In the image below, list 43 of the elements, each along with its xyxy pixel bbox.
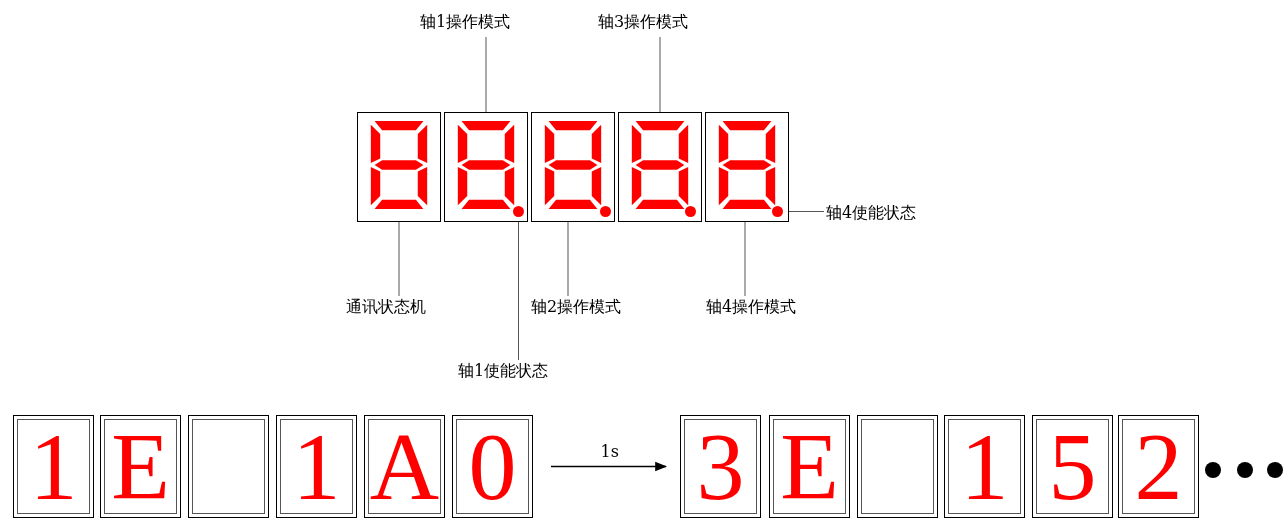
display-cell: [188, 415, 269, 518]
callout-label: 轴2操作模式: [531, 297, 651, 321]
display-character: 2: [1134, 418, 1183, 515]
display-cell: [857, 415, 938, 518]
display-character: 1: [292, 418, 341, 515]
callout-label: 轴4操作模式: [706, 297, 826, 321]
leader-line: [567, 221, 569, 297]
display-cell: [1032, 415, 1113, 518]
callout-label: 轴4使能状态: [826, 203, 948, 227]
leader-line: [744, 221, 746, 297]
display-character: E: [111, 418, 170, 515]
decimal-point: [513, 206, 524, 217]
display-cell: [452, 415, 533, 518]
arrow: [550, 461, 668, 472]
display-cell: [100, 415, 181, 518]
display-cell: [276, 415, 357, 518]
seven-segment-display: [444, 112, 528, 222]
display-cell: [769, 415, 850, 518]
seven-segment-display: [531, 112, 615, 222]
display-character: A: [369, 418, 440, 515]
decimal-point: [600, 206, 611, 217]
callout-label: 轴1操作模式: [420, 12, 540, 36]
leader-line: [485, 36, 487, 113]
display-cell: [944, 415, 1025, 518]
display-character: 0: [468, 418, 517, 515]
display-character: 1: [960, 418, 1009, 515]
seven-segment-display: [618, 112, 702, 222]
decimal-point: [685, 206, 696, 217]
seven-segment-display: [705, 112, 789, 222]
display-character: E: [780, 418, 839, 515]
display-cell: [13, 415, 94, 518]
callout-label: 通讯状态机: [346, 297, 456, 321]
leader-line: [659, 36, 661, 113]
seven-segment-display: [357, 112, 441, 222]
display-character: 5: [1048, 418, 1097, 515]
display-cell: [1118, 415, 1199, 518]
leader-line: [398, 221, 400, 297]
callout-label: 轴1使能状态: [458, 361, 580, 385]
callout-label: 轴3操作模式: [598, 12, 718, 36]
decimal-point: [772, 206, 783, 217]
display-character: 3: [696, 418, 745, 515]
display-cell: [680, 415, 761, 518]
display-character: 1: [29, 418, 78, 515]
